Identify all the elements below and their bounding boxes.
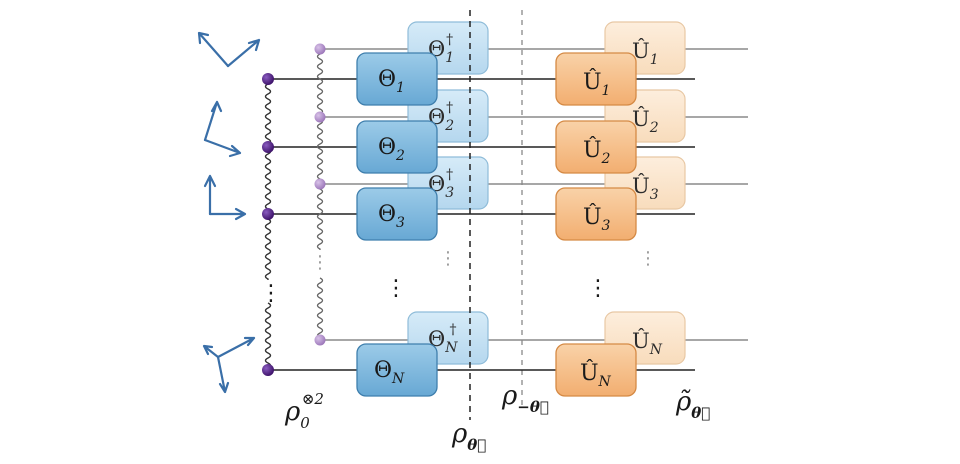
- u-label-2: Û2: [583, 136, 611, 167]
- u-gate-n: [555, 343, 637, 397]
- theta-label-n: ΘN: [374, 358, 405, 387]
- vertical-ellipses: ⋮ ⋮ ⋮ ⋮ ⋮ ⋮: [260, 248, 657, 306]
- theta-label-2: Θ2: [378, 135, 405, 164]
- ellipsis-u-back: ⋮: [639, 248, 657, 269]
- u-labels: Û1 Û2 Û3 ÛN: [580, 68, 612, 390]
- u-back-label-2: Û2: [632, 106, 659, 136]
- rho-tilde-theta-label: ρ̃θ⃗: [675, 387, 710, 422]
- qubit-nodes: [262, 43, 326, 376]
- theta-label-3: Θ3: [378, 202, 405, 231]
- qubit-node-n: [262, 364, 274, 376]
- rho-theta-label: ρθ⃗: [451, 419, 486, 454]
- copy-node-n: [314, 334, 326, 346]
- qubit-node-2: [262, 141, 274, 153]
- entanglement-wavy-lines: [264, 48, 324, 370]
- rho0-label: ρ0⊗2: [284, 390, 324, 432]
- spin-arrow-icon: [203, 100, 242, 158]
- theta-labels: Θ1 Θ2 Θ3 ΘN: [374, 67, 405, 387]
- qubit-node-3: [262, 208, 274, 220]
- u-back-label-1: Û1: [632, 38, 659, 68]
- u-back-label-n: ÛN: [632, 328, 663, 358]
- ellipsis-theta: ⋮: [385, 276, 407, 301]
- spin-arrows: [197, 31, 261, 394]
- u-gates: [555, 52, 637, 397]
- copy-node-1: [314, 43, 326, 55]
- theta-label-1: Θ1: [378, 67, 405, 96]
- u-gate-1: [555, 52, 637, 106]
- u-label-n: ÛN: [580, 359, 612, 390]
- theta-gate-n: [356, 343, 438, 397]
- ellipsis-u: ⋮: [587, 276, 609, 301]
- theta-dagger-labels: Θ1† Θ2† Θ3† ΘN†: [428, 32, 458, 356]
- u-gate-2: [555, 120, 637, 174]
- u-back-label-3: Û3: [632, 173, 659, 203]
- ellipsis-wave-primary: ⋮: [260, 281, 282, 306]
- theta-gate-1: [356, 52, 438, 106]
- rho-minus-theta-label: ρ−θ⃗: [501, 381, 549, 416]
- u-gate-3: [555, 187, 637, 241]
- copy-node-2: [314, 111, 326, 123]
- copy-node-3: [314, 178, 326, 190]
- spin-arrow-icon: [203, 174, 247, 221]
- u-label-1: Û1: [583, 68, 610, 99]
- u-label-3: Û3: [583, 203, 611, 234]
- wavy-line-copy: [316, 48, 324, 340]
- u-back-labels: Û1 Û2 Û3 ÛN: [632, 38, 663, 358]
- ellipsis-wave-copy: ⋮: [311, 252, 329, 273]
- theta-gate-3: [356, 187, 438, 241]
- qubit-node-1: [262, 73, 274, 85]
- spin-arrow-icon: [202, 336, 256, 394]
- state-labels: ρ0⊗2 ρθ⃗ ρ−θ⃗ ρ̃θ⃗: [284, 381, 710, 454]
- theta-gates: [356, 52, 438, 397]
- ellipsis-theta-dagger: ⋮: [439, 248, 457, 269]
- theta-gate-2: [356, 120, 438, 174]
- wavy-line-primary: [264, 78, 272, 370]
- spin-arrow-icon: [197, 31, 261, 68]
